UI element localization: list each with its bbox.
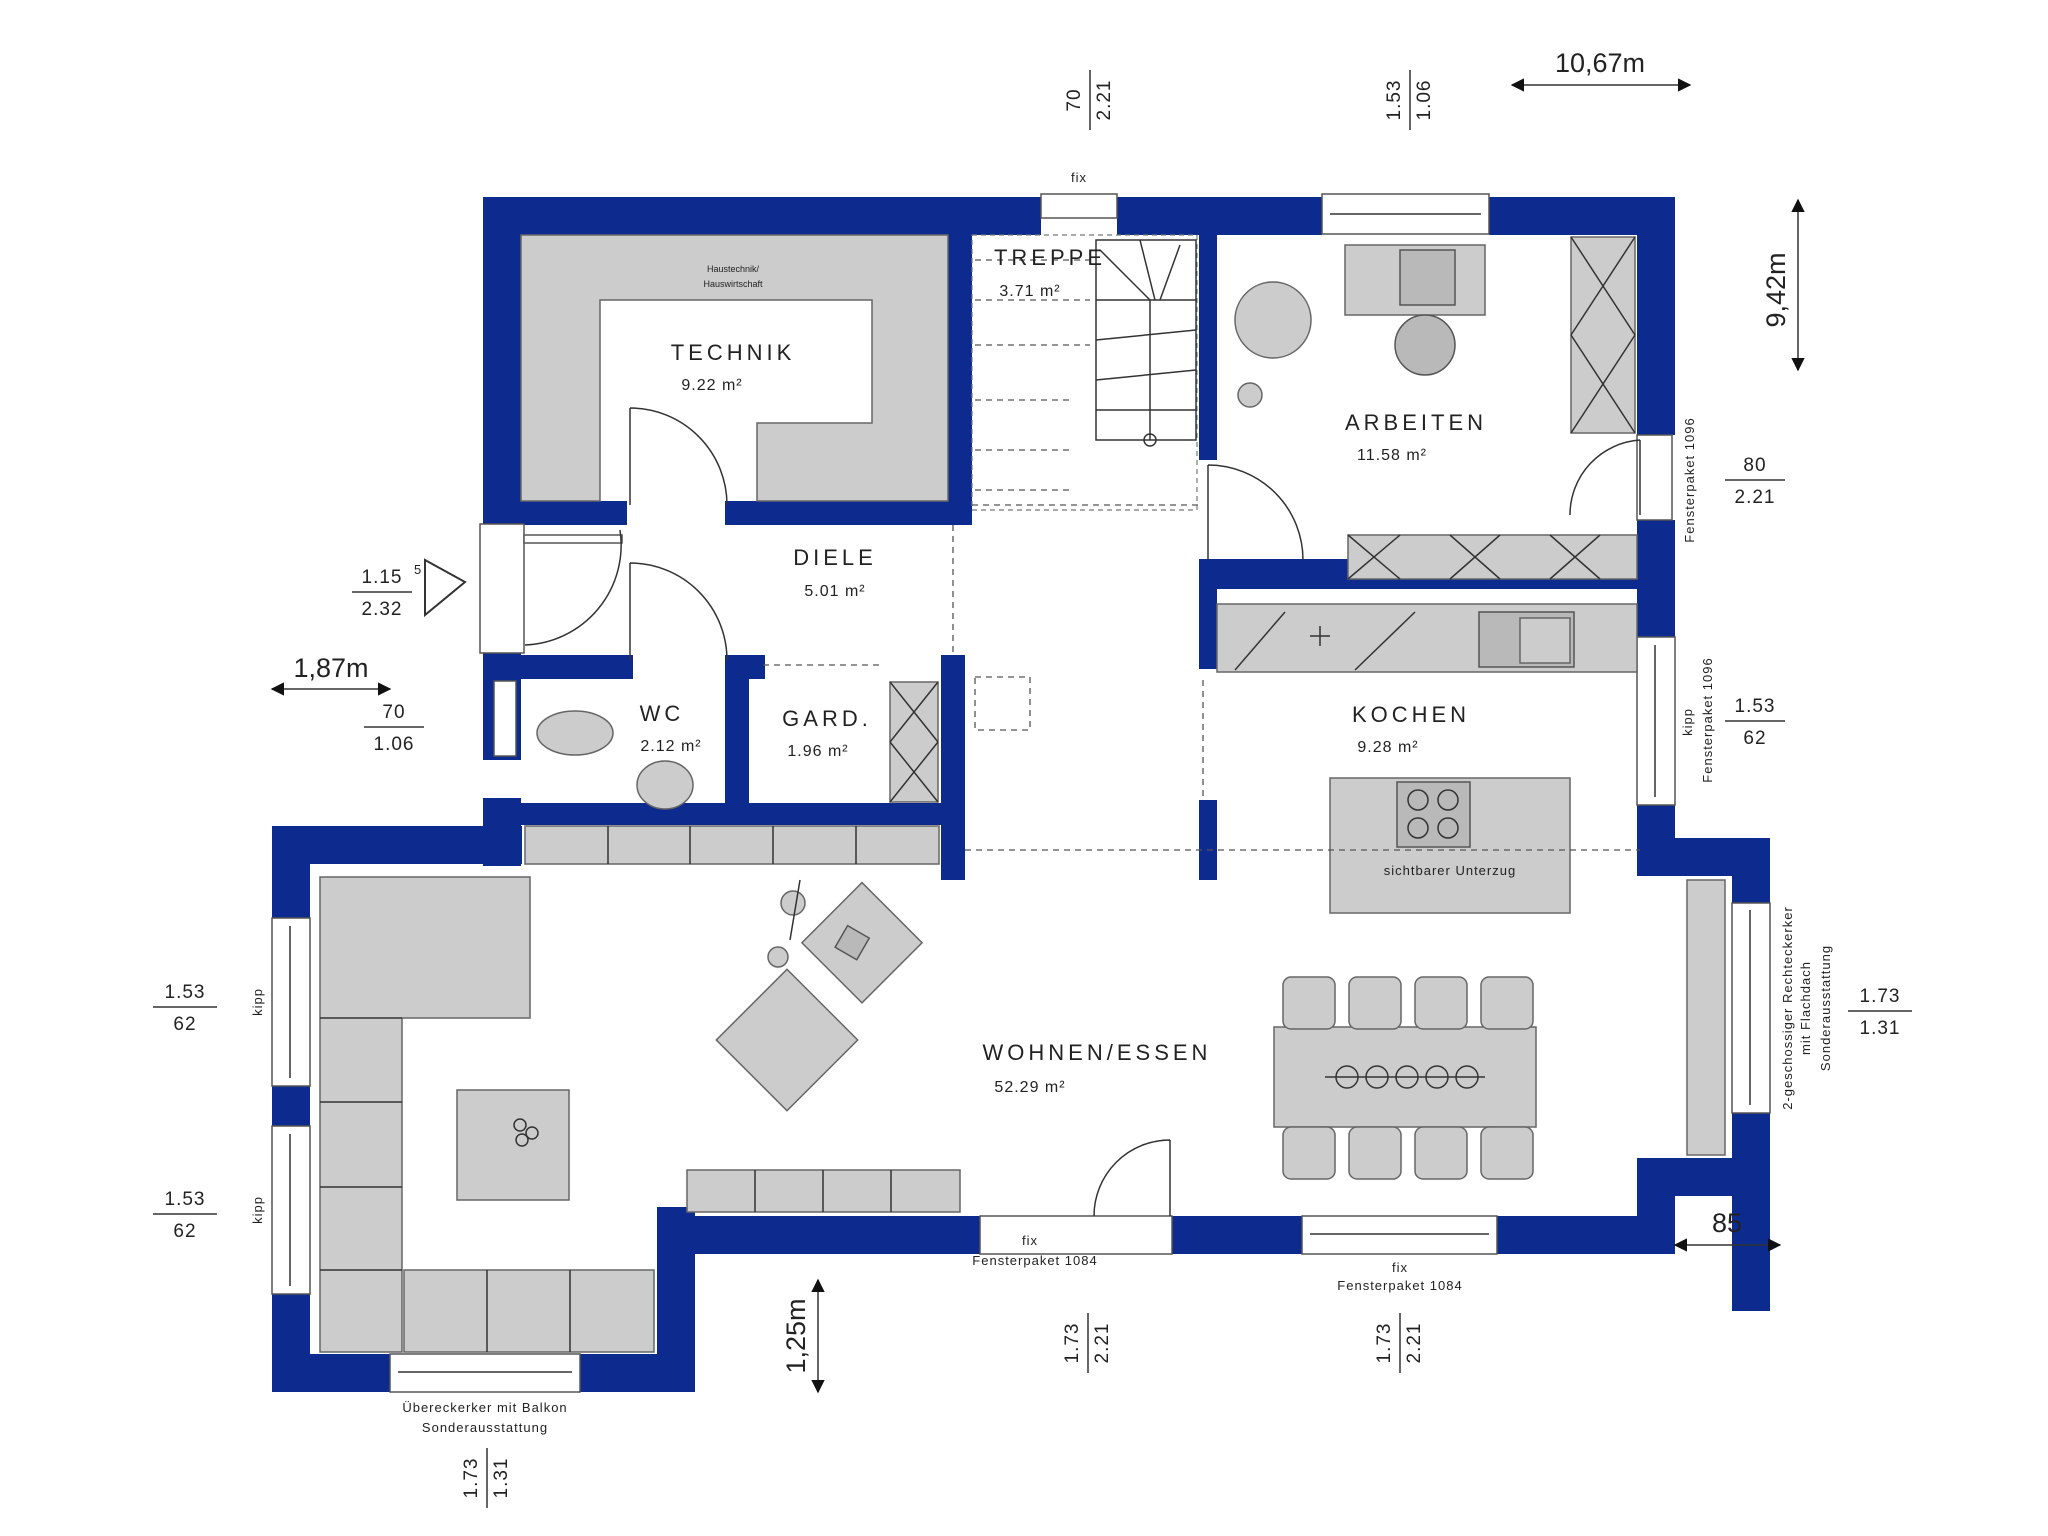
entrance-arrow (424, 558, 467, 618)
arbeiten-area: 11.58 m² (1357, 447, 1427, 464)
fix-bottom-door-label: fix (1022, 1233, 1038, 1248)
walls (272, 197, 1770, 1392)
dim-bottom-door-top: 1.73 (1062, 1323, 1083, 1364)
technik-note-2: Hauswirtschaft (703, 279, 763, 289)
dim-right-kitchen-bottom: 62 (1743, 728, 1766, 749)
dim-top-stair-top: 70 (1064, 88, 1085, 111)
dim-right-bay-top: 1.73 (1860, 986, 1901, 1007)
fensterpaket-1084-b: Fensterpaket 1084 (1337, 1278, 1462, 1293)
fix-top-label: fix (1071, 170, 1087, 185)
dim-left-entry-bottom: 2.32 (362, 599, 403, 620)
diele-area: 5.01 m² (804, 583, 865, 600)
annotations: fix fix Fensterpaket 1084 fix Fensterpak… (250, 170, 1833, 1435)
bay-note-3: Sonderausstattung (1818, 945, 1833, 1071)
kipp-kitchen-label: kipp (1680, 708, 1695, 736)
dim-left-living-1-bottom: 62 (173, 1014, 196, 1035)
kochen-name: KOCHEN (1352, 702, 1470, 727)
arbeiten-name: ARBEITEN (1345, 410, 1487, 435)
window-dimensions: 70 2.21 1.53 1.06 80 2.21 1.53 62 1.73 1… (153, 70, 1912, 1508)
wohnen-name: WOHNEN/ESSEN (983, 1040, 1212, 1065)
offset-bottom-dim: 1,25m (781, 1298, 811, 1373)
gard-area: 1.96 m² (787, 743, 848, 760)
fix-bottom-dining-label: fix (1392, 1260, 1408, 1275)
dim-left-living-1-top: 1.53 (165, 982, 206, 1003)
bay-note-1: 2-geschossiger Rechteckerker (1780, 906, 1795, 1110)
wohnen-area: 52.29 m² (994, 1079, 1065, 1096)
treppe-area: 3.71 m² (999, 283, 1060, 300)
technik-name: TECHNIK (671, 340, 796, 365)
wc-area: 2.12 m² (640, 738, 701, 755)
fensterpaket-1096-b: Fensterpaket 1096 (1700, 657, 1715, 782)
unterzug-label: sichtbarer Unterzug (1384, 863, 1516, 878)
dim-bottom-balcony-bottom: 1.31 (491, 1458, 512, 1499)
kipp-living-2-label: kipp (250, 1196, 265, 1224)
dim-bottom-dining-bottom: 2.21 (1404, 1323, 1425, 1364)
dim-left-living-2-bottom: 62 (173, 1221, 196, 1242)
dim-left-entry-sup: 5 (414, 562, 422, 577)
height-right-dim: 9,42m (1761, 252, 1791, 327)
fensterpaket-1096-a: Fensterpaket 1096 (1682, 417, 1697, 542)
dim-bottom-balcony-top: 1.73 (461, 1458, 482, 1499)
balcony-note-1: Übereckerker mit Balkon (402, 1400, 567, 1415)
room-labels: Haustechnik/ Hauswirtschaft TECHNIK 9.22… (640, 245, 1516, 1096)
overall-dimensions: 10,67m 9,42m 1,87m 1,25m 85 (270, 48, 1805, 1394)
dim-top-office-bottom: 1.06 (1414, 80, 1435, 121)
dim-bottom-door-bottom: 2.21 (1092, 1323, 1113, 1364)
dim-left-wc-top: 70 (382, 702, 405, 723)
windows (271, 193, 1771, 1393)
kochen-area: 9.28 m² (1357, 739, 1418, 756)
kipp-living-1-label: kipp (250, 988, 265, 1016)
dim-left-living-2-top: 1.53 (165, 1189, 206, 1210)
dim-left-wc-bottom: 1.06 (374, 734, 415, 755)
treppe-name: TREPPE (994, 245, 1106, 270)
dim-left-entry-top: 1.15 (362, 567, 403, 588)
technik-note-1: Haustechnik/ (707, 264, 760, 274)
width-top-dim: 10,67m (1555, 48, 1645, 78)
dim-top-office-top: 1.53 (1384, 80, 1405, 121)
dim-right-office-top: 80 (1743, 455, 1766, 476)
dim-right-office-bottom: 2.21 (1735, 487, 1776, 508)
wc-name: WC (640, 701, 685, 726)
bay-note-2: mit Flachdach (1798, 961, 1813, 1055)
dim-top-stair-bottom: 2.21 (1094, 80, 1115, 121)
dim-right-kitchen-top: 1.53 (1735, 696, 1776, 717)
offset-right-dim: 85 (1712, 1208, 1742, 1238)
furniture (319, 234, 1726, 1353)
fensterpaket-1084-a: Fensterpaket 1084 (972, 1253, 1097, 1268)
dim-bottom-dining-top: 1.73 (1374, 1323, 1395, 1364)
dim-right-bay-bottom: 1.31 (1860, 1018, 1901, 1039)
diele-name: DIELE (793, 545, 877, 570)
balcony-note-2: Sonderausstattung (422, 1420, 548, 1435)
gard-name: GARD. (782, 706, 872, 731)
technik-area: 9.22 m² (681, 377, 742, 394)
offset-left-dim: 1,87m (293, 653, 368, 683)
